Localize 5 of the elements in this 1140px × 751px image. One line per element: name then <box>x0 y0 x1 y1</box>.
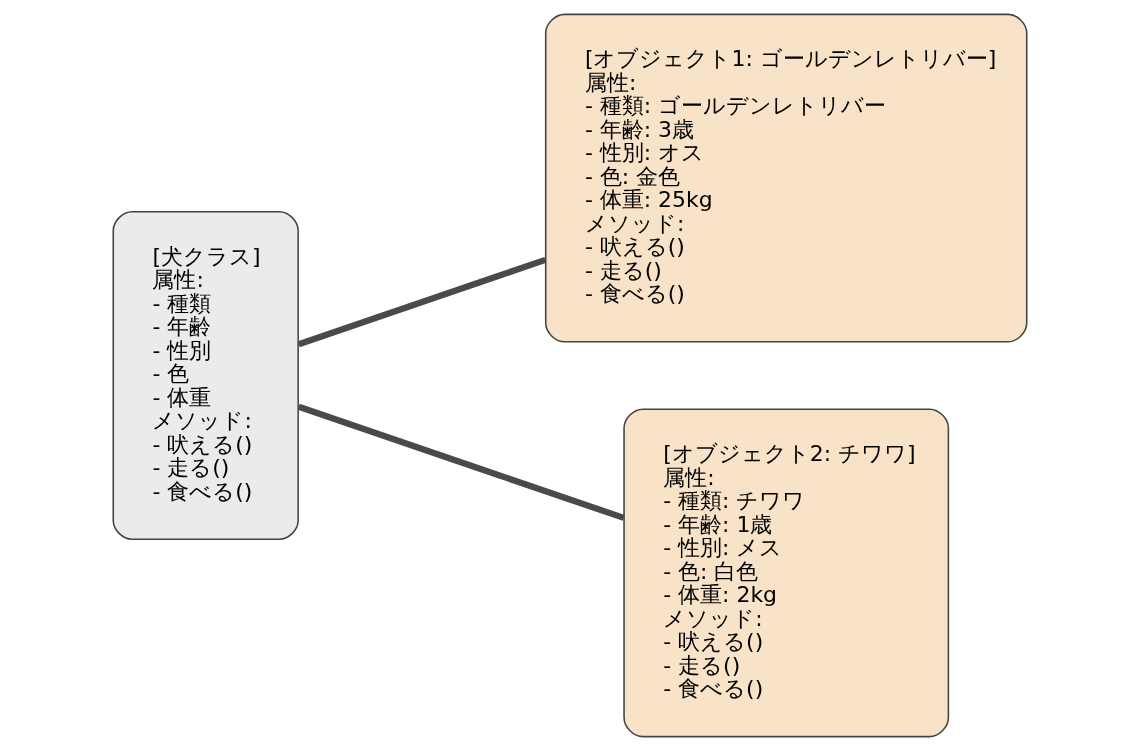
node-box: [オブジェクト1: ゴールデンレトリバー] 属性: - 種類: ゴールデンレトリバー - 年齢: 3歳 - 性別: オス - 色: 金色 - 体重: 25kg メソッド: - 吠える() - 走る() - 食べる() <box>544 13 1028 343</box>
node-box: [犬クラス] 属性: - 種類 - 年齢 - 性別 - 色 - 体重 メソッド: - 吠える() - 走る() - 食べる() <box>112 211 299 540</box>
connector <box>297 256 547 348</box>
connector <box>297 403 625 521</box>
node-box: [オブジェクト2: チワワ] 属性: - 種類: チワワ - 年齢: 1歳 - 性別: メス - 色: 白色 - 体重: 2kg メソッド: - 吠える() - 走る() - 食べる() <box>623 408 950 738</box>
